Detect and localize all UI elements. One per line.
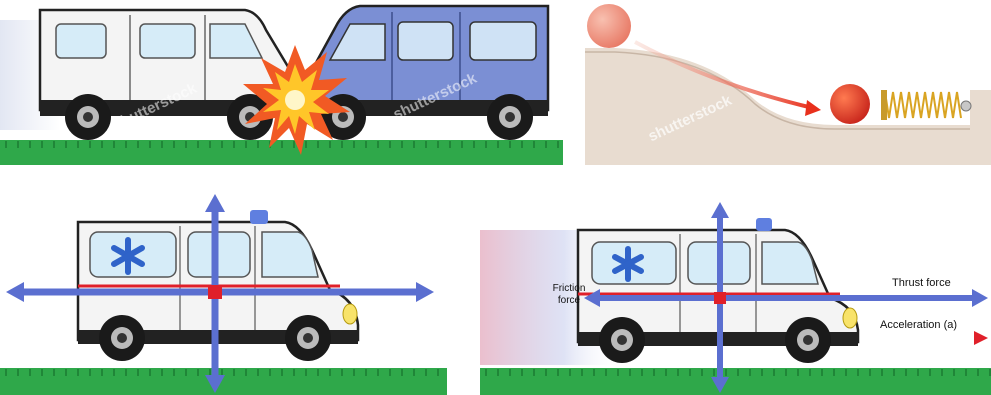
friction-label-line2: force [534,295,604,307]
ambulance-axes-panel [0,190,447,395]
ground-strip [0,368,447,395]
friction-label-line1: Friction [534,283,604,295]
ambulance-forces-panel: Friction force Thrust force Acceleration… [480,190,991,395]
acceleration-label: Acceleration (a) [880,319,957,331]
friction-force-label: Friction force [534,283,604,307]
center-of-mass [208,285,222,299]
thrust-force-label: Thrust force [892,277,951,289]
start-ball [587,4,631,48]
end-ball [830,84,870,124]
collision-panel: shutterstock shutterstock [0,0,563,165]
ground-strip [0,140,563,165]
ground-strip [480,368,991,395]
center-of-mass [714,292,726,304]
ramp-panel: shutterstock [585,0,991,165]
